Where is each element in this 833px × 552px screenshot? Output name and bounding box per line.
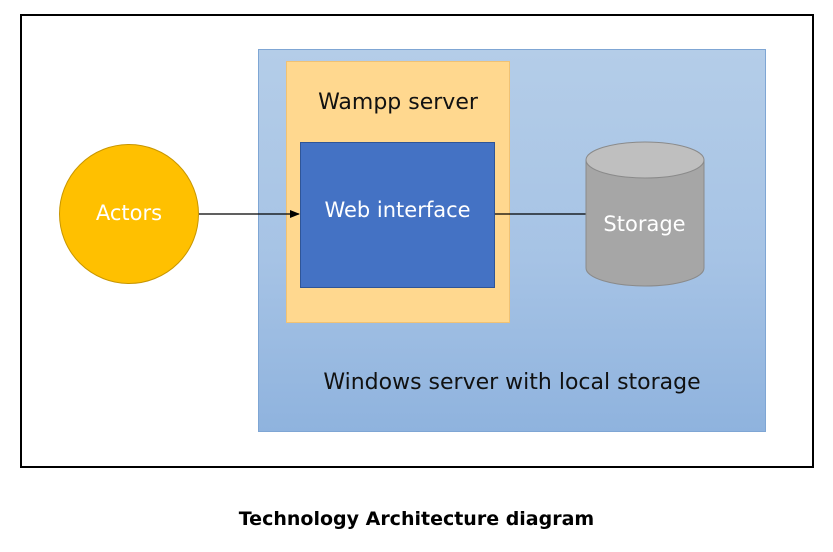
web-interface-label: Web interface — [324, 198, 471, 222]
diagram-frame — [20, 14, 814, 468]
diagram-caption: Technology Architecture diagram — [238, 508, 595, 530]
wampp-server-label: Wampp server — [318, 90, 478, 115]
storage-cylinder — [585, 141, 705, 287]
windows-server-label: Windows server with local storage — [323, 370, 701, 395]
actors-node — [59, 144, 199, 284]
actors-label: Actors — [95, 201, 163, 225]
storage-label: Storage — [603, 212, 686, 236]
web-interface-box — [300, 142, 495, 288]
